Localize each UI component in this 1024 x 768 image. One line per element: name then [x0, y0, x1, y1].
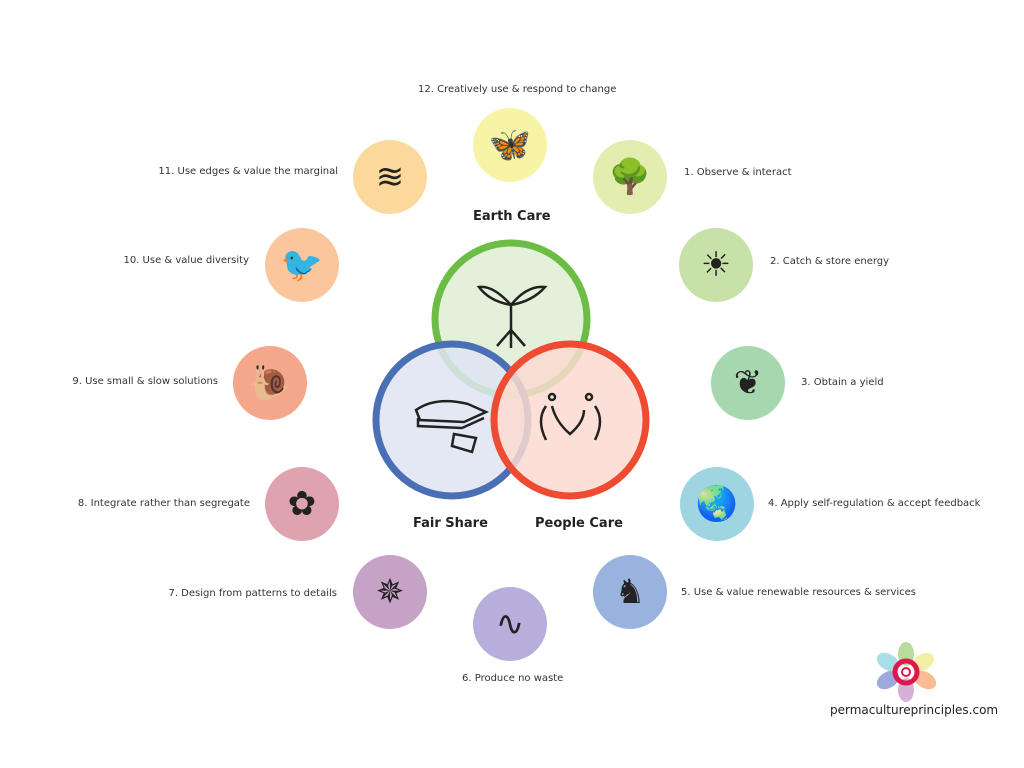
people-care-circle [490, 340, 650, 500]
website-link[interactable]: permacultureprinciples.com [830, 703, 999, 717]
principle-5-label: 5. Use & value renewable resources & ser… [681, 587, 916, 598]
river-sun-icon: ≋ [353, 140, 427, 214]
flower-logo-icon [876, 642, 937, 702]
people-care-label: People Care [535, 516, 623, 531]
butterfly-icon: 🦋 [473, 108, 547, 182]
principle-2-label: 2. Catch & store energy [770, 256, 890, 267]
tree-icon: 🌳 [593, 140, 667, 214]
beet-icon: ❦ [711, 346, 785, 420]
circle-of-people-icon: ✿ [265, 467, 339, 541]
principle-4-label: 4. Apply self-regulation & accept feedba… [768, 498, 981, 509]
principle-3-label: 3. Obtain a yield [801, 377, 884, 388]
fair-share-label: Fair Share [413, 516, 488, 531]
hummingbird-icon: 🐦 [265, 228, 339, 302]
principle-6-label: 6. Produce no waste [462, 673, 564, 684]
seedling-icon [476, 285, 548, 348]
snail-icon: 🐌 [233, 346, 307, 420]
spiderweb-icon: ✵ [353, 555, 427, 629]
principle-8-label: 8. Integrate rather than segregate [77, 498, 250, 509]
jar-sun-icon: ☀ [679, 228, 753, 302]
principle-11-label: 11. Use edges & value the marginal [158, 166, 338, 177]
worm-icon: ∿ [473, 587, 547, 661]
cake-slice-icon [414, 399, 490, 454]
principle-7-label: 7. Design from patterns to details [168, 588, 337, 599]
people-heart-icon [539, 392, 602, 441]
horse-icon: ♞ [593, 555, 667, 629]
globe-icon: 🌏 [680, 467, 754, 541]
earth-care-label: Earth Care [473, 209, 551, 224]
principle-9-label: 9. Use small & slow solutions [72, 376, 218, 387]
principle-12-label: 12. Creatively use & respond to change [418, 84, 617, 95]
principle-1-label: 1. Observe & interact [684, 167, 792, 178]
principle-10-label: 10. Use & value diversity [123, 255, 249, 266]
